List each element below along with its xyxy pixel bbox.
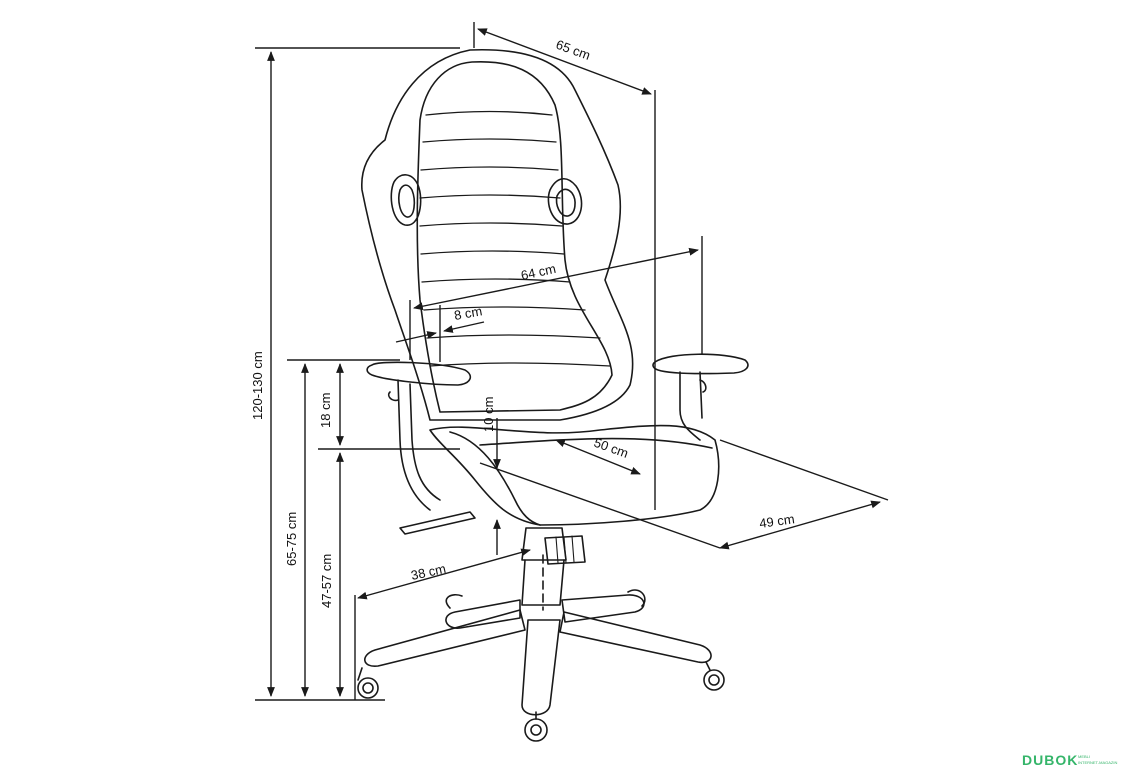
seat-front-edge [449,431,541,526]
tilt-lever [399,511,476,535]
seat [429,424,720,526]
label-height-adjustment: 10 cm [481,397,496,432]
chair-drawing [357,48,749,742]
star-base [364,594,712,716]
label-armrest-height: 65-75 cm [284,512,299,566]
right-armrest-post [679,371,701,441]
label-seat-width: 64 cm [520,261,558,283]
label-depth: 49 cm [758,511,795,531]
right-armrest-pad [652,353,749,375]
left-armrest-knob [387,391,399,402]
casters [357,589,725,742]
backrest-stitching [419,110,611,367]
label-base-radius: 38 cm [410,561,448,583]
watermark-tagline-2: INTERNET-MAGAZIN [1078,760,1117,765]
label-armrest-width: 8 cm [453,303,483,323]
left-armrest-pad [366,361,472,386]
gas-lift-top [521,527,567,561]
backrest-cushion [416,60,613,413]
dimension-lines [255,22,889,701]
watermark-logo: DUBOK MEBLI INTERNET-MAGAZIN [1022,752,1117,768]
right-armrest-knob [699,379,707,393]
watermark-tagline-1: MEBLI [1078,754,1090,759]
dimension-labels: 65 cm 64 cm 8 cm 120-130 cm 18 cm 65-75 … [250,37,795,608]
label-armrest-above-seat: 18 cm [318,393,333,428]
shoulder-holes [390,174,583,226]
label-total-height: 120-130 cm [250,351,265,420]
label-seat-height: 47-57 cm [319,554,334,608]
gas-lift-knob [544,535,586,565]
seat-top-line [479,437,713,449]
watermark-brand: DUBOK [1022,752,1078,768]
left-armrest-post [397,379,431,511]
backrest-outline [361,48,634,421]
